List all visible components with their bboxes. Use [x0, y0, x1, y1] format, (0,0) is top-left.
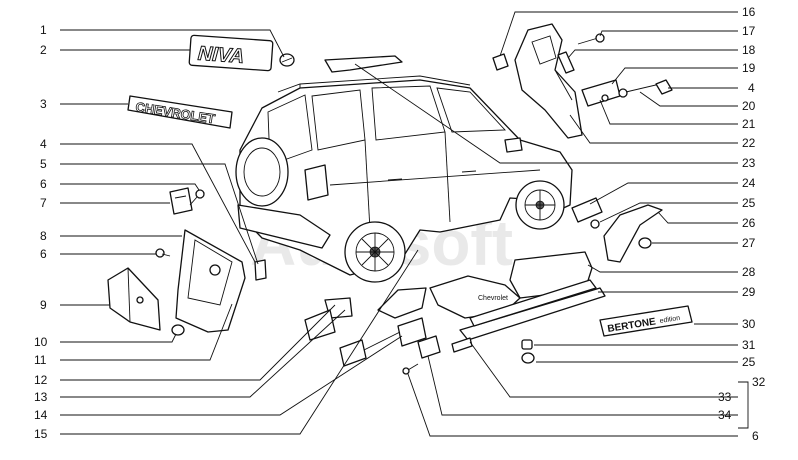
svg-text:edition: edition [659, 315, 681, 325]
callout-13: 13 [34, 390, 48, 404]
callout-27: 27 [742, 236, 756, 250]
roof-spoiler [324, 55, 403, 73]
callout-25-lower: 25 [742, 355, 756, 369]
callout-7: 7 [40, 196, 47, 210]
vehicle-illustration [235, 75, 573, 283]
callout-33: 33 [718, 390, 732, 404]
chevrolet-emblem: CHEVROLET [127, 95, 233, 129]
callout-31: 31 [742, 338, 756, 352]
screw-part-bottom [402, 363, 419, 375]
bolt-part-20 [618, 83, 661, 98]
mudflap-bracket [107, 267, 161, 331]
callout-17: 17 [742, 24, 756, 38]
callout-32: 32 [752, 375, 766, 389]
screw-part [189, 189, 205, 206]
svg-text:Chevrolet: Chevrolet [478, 295, 508, 302]
small-brackets [304, 297, 473, 367]
clip-part-16 [492, 53, 509, 71]
callout-21: 21 [742, 117, 756, 131]
callout-5: 5 [40, 157, 47, 171]
callout-2: 2 [40, 43, 47, 57]
callout-10: 10 [34, 335, 48, 349]
screw-part-lower [155, 248, 171, 258]
callout-6-lower: 6 [40, 247, 47, 261]
nut-part-right [655, 79, 673, 95]
fender-flares [571, 197, 663, 263]
cap-parts [521, 339, 535, 364]
callout-22: 22 [742, 136, 756, 150]
screw-part-17 [577, 33, 605, 45]
callout-28: 28 [742, 265, 756, 279]
callout-numbers-right: 16 17 18 19 4 20 21 22 23 24 25 26 27 28… [718, 5, 766, 443]
side-moldings: Chevrolet [377, 251, 606, 341]
callout-29: 29 [742, 285, 756, 299]
callout-26: 26 [742, 216, 756, 230]
callout-30: 30 [742, 317, 756, 331]
callout-14: 14 [34, 408, 48, 422]
callout-1: 1 [40, 23, 47, 37]
callout-6-right: 6 [752, 429, 759, 443]
clip-bracket [169, 187, 193, 215]
nut-part [171, 324, 185, 336]
callout-4: 4 [40, 137, 47, 151]
callout-6: 6 [40, 177, 47, 191]
bracket-part-18 [557, 51, 575, 74]
rear-mudflap [175, 229, 246, 333]
callout-12: 12 [34, 373, 48, 387]
bertone-edition-badge: BERTONE edition [599, 305, 693, 337]
svg-text:NIVA: NIVA [197, 43, 245, 68]
clip-part-5 [254, 259, 267, 281]
niva-emblem: NIVA [188, 34, 274, 72]
callout-9: 9 [40, 298, 47, 312]
front-mudflap [514, 23, 583, 139]
callout-23: 23 [742, 156, 756, 170]
callout-3: 3 [40, 97, 47, 111]
callout-18: 18 [742, 43, 756, 57]
callout-19: 19 [742, 61, 756, 75]
callout-8: 8 [40, 229, 47, 243]
callout-34: 34 [718, 408, 732, 422]
callout-24: 24 [742, 176, 756, 190]
callout-numbers-left: 1 2 3 4 5 6 7 8 6 9 10 11 12 13 14 15 [34, 23, 48, 441]
callout-25: 25 [742, 196, 756, 210]
callout-16: 16 [742, 5, 756, 19]
callout-4-right: 4 [748, 81, 755, 95]
leader-lines [60, 11, 749, 437]
callout-15: 15 [34, 427, 48, 441]
callout-11: 11 [34, 353, 47, 367]
callout-20: 20 [742, 99, 756, 113]
clip-part [279, 53, 295, 67]
